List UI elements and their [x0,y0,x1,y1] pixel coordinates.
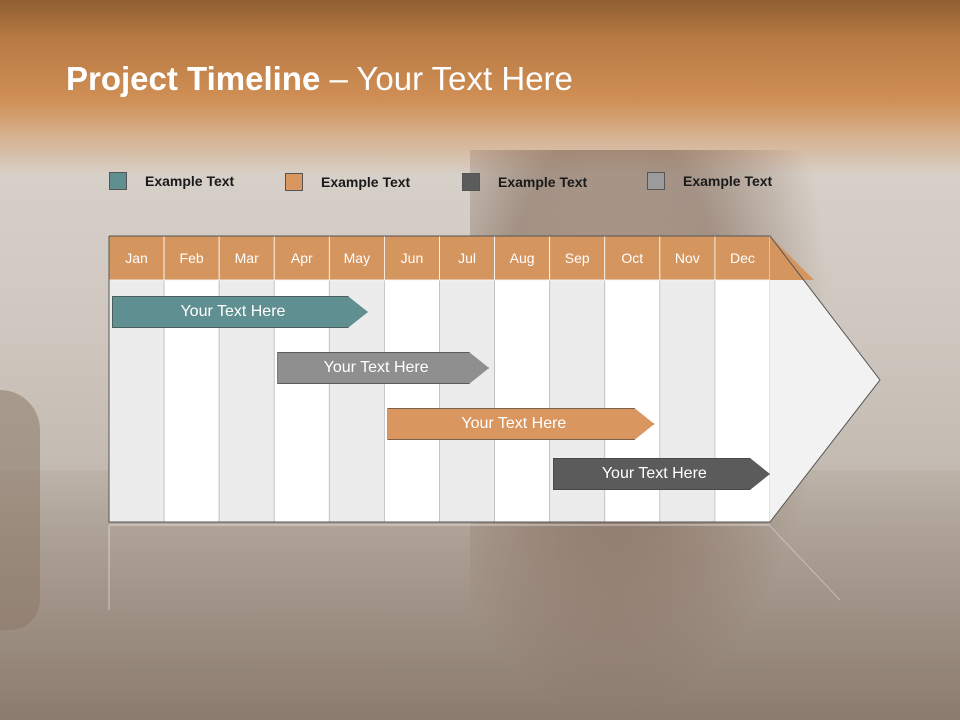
month-label-jan: Jan [125,250,148,266]
month-label-feb: Feb [179,250,204,266]
legend-swatch-2 [285,173,303,191]
frame-outline [108,235,881,523]
legend-label-2: Example Text [321,174,411,190]
slide-title: Project Timeline – Your Text Here [66,60,573,98]
month-header-jul [439,235,495,281]
task-bar-4[interactable]: Your Text Here [553,458,770,490]
month-header-may [328,235,385,281]
legend-item-2: Example Text [285,172,410,192]
month-header-dec [714,235,771,281]
month-label-jul: Jul [458,250,476,266]
reflection-right [769,525,841,601]
legend-swatch-1 [109,172,127,190]
legend-label-3: Example Text [498,174,588,190]
month-column-jun [384,279,440,523]
month-label-sep: Sep [564,250,590,266]
legend-item-3: Example Text [462,172,587,192]
legend-swatch-3 [462,173,480,191]
month-label-mar: Mar [234,250,259,266]
task-bar-1[interactable]: Your Text Here [112,296,368,328]
arrow-body [770,236,880,522]
month-header-sep [549,235,606,281]
task-bar-label-2: Your Text Here [323,359,429,376]
month-header-apr [273,235,330,281]
month-label-dec: Dec [729,250,755,266]
legend-item-1: Example Text [109,171,234,191]
legend-swatch-4 [647,172,665,190]
task-bar-label-4: Your Text Here [601,465,707,482]
month-label-jun: Jun [400,250,424,266]
legend-label-4: Example Text [683,173,773,189]
task-bar-2[interactable]: Your Text Here [277,352,489,384]
rock-left [0,390,40,630]
month-label-oct: Oct [621,250,644,266]
title-bold: Project Timeline [66,60,321,97]
timeline-frame [108,235,881,610]
month-header-mar [218,235,275,281]
month-header-feb [163,235,220,281]
legend-item-4: Example Text [647,171,772,191]
task-bar-3[interactable]: Your Text Here [387,408,654,440]
legend-label-1: Example Text [145,173,235,189]
month-label-nov: Nov [674,250,700,266]
month-label-apr: Apr [290,250,313,266]
month-header-jun [384,235,440,281]
arrow-header-corner [770,236,814,280]
month-column-aug [494,279,551,523]
task-bar-label-1: Your Text Here [180,303,286,320]
month-label-aug: Aug [509,250,535,266]
task-bar-label-3: Your Text Here [461,415,567,432]
month-header-aug [494,235,551,281]
month-label-may: May [343,250,371,266]
month-column-jul [439,279,495,523]
title-rest: – Your Text Here [320,60,573,97]
